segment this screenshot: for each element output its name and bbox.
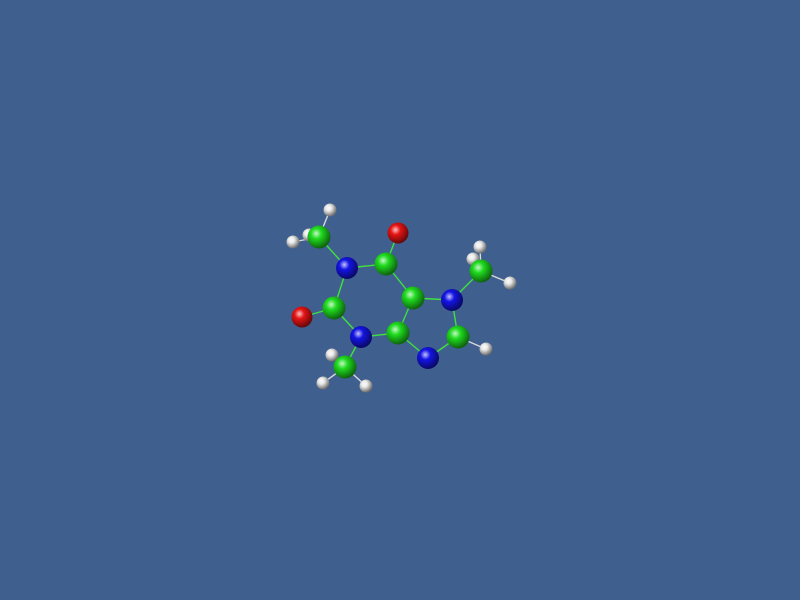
atom-n2[interactable] xyxy=(350,326,372,348)
atom-h1[interactable] xyxy=(323,203,337,217)
atom-h6[interactable] xyxy=(359,379,373,393)
atom-c4[interactable] xyxy=(401,286,425,310)
atom-h2[interactable] xyxy=(286,235,300,249)
atom-n1[interactable] xyxy=(336,257,358,279)
atom-c5[interactable] xyxy=(386,321,410,345)
atom-layer xyxy=(286,203,517,393)
atom-h10[interactable] xyxy=(479,342,493,356)
atom-h5[interactable] xyxy=(316,376,330,390)
atom-n4[interactable] xyxy=(417,347,439,369)
atom-o2[interactable] xyxy=(291,306,313,328)
atom-h7[interactable] xyxy=(473,240,487,254)
atom-c6[interactable] xyxy=(333,355,357,379)
atom-c8[interactable] xyxy=(446,325,470,349)
atom-h4[interactable] xyxy=(325,348,339,362)
atom-c7[interactable] xyxy=(469,259,493,283)
atom-c3[interactable] xyxy=(322,296,346,320)
atom-o1[interactable] xyxy=(387,222,409,244)
atom-n3[interactable] xyxy=(441,289,463,311)
atom-c2[interactable] xyxy=(374,252,398,276)
atom-c1[interactable] xyxy=(307,225,331,249)
atom-h9[interactable] xyxy=(503,276,517,290)
